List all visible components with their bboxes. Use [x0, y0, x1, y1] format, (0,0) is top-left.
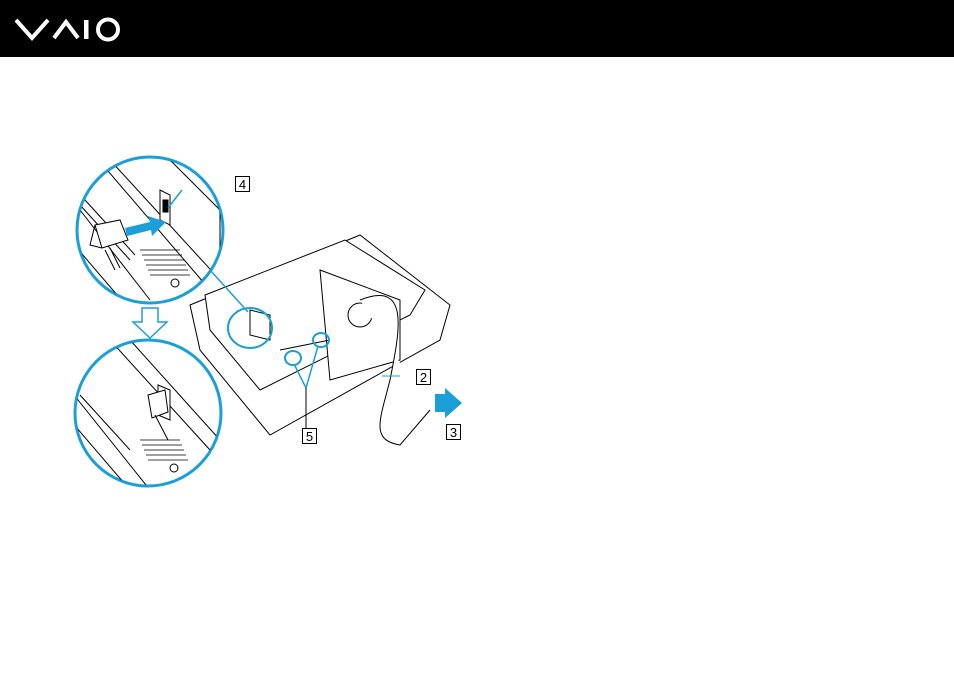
computer-rear-drawing	[190, 235, 450, 445]
zoom-circle-bottom	[70, 340, 221, 490]
callout-4: 4	[235, 176, 250, 192]
callout-3: 3	[446, 424, 461, 440]
vaio-logo: VAIO	[14, 14, 122, 49]
callout-2: 2	[416, 369, 431, 385]
cord-direction-arrow-icon	[435, 388, 462, 418]
down-arrow-icon	[133, 308, 167, 338]
header-bar: VAIO	[0, 0, 954, 57]
zoom-circle-top	[70, 150, 223, 310]
callout-5: 5	[302, 428, 317, 444]
power-cord-illustration	[70, 150, 470, 500]
vaio-logo-icon	[14, 14, 122, 44]
